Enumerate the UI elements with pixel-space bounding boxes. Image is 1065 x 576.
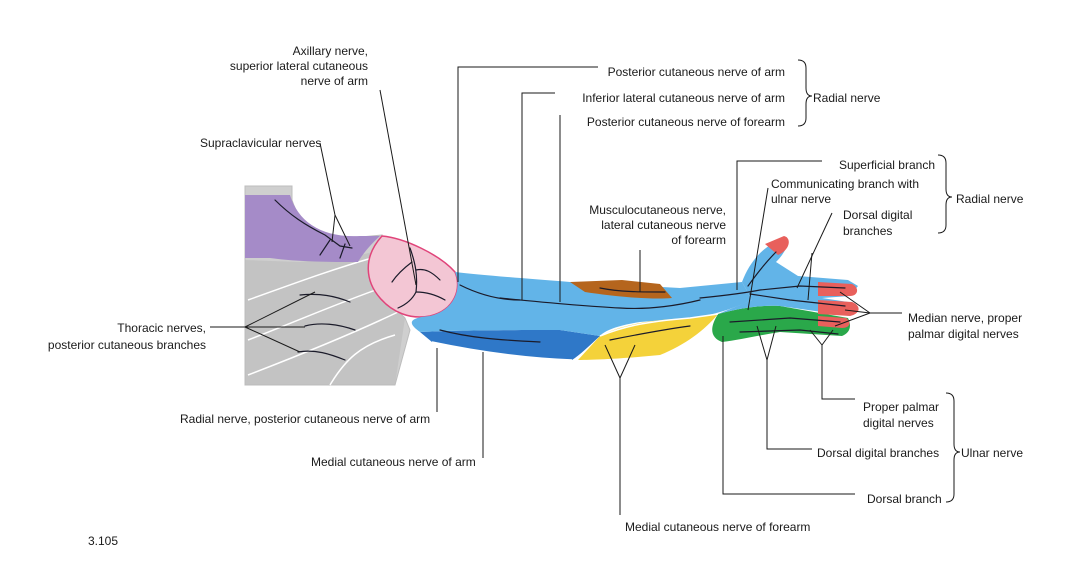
label-ulnar-group: Ulnar nerve — [961, 446, 1023, 460]
label-dorsal-digital-2: branches — [843, 224, 892, 238]
radial-superficial-nerve — [699, 285, 846, 299]
label-radial-group-1: Radial nerve — [813, 91, 881, 105]
label-inf-lat-cut-arm: Inferior lateral cutaneous nerve of arm — [582, 91, 785, 105]
labels: Axillary nerve, superior lateral cutaneo… — [48, 44, 1024, 548]
axillary-twig-3 — [391, 261, 413, 283]
leader-ulnar-dorsal-digital — [766, 360, 812, 450]
label-proper-palmar-1: Proper palmar — [863, 400, 939, 414]
label-radial-post-arm: Radial nerve, posterior cutaneous nerve … — [180, 412, 430, 426]
axillary-twig-1 — [415, 268, 441, 281]
medial-arm-region — [420, 330, 600, 360]
medial-forearm-region — [578, 314, 718, 360]
leader-proper-palmar-b2 — [821, 329, 834, 346]
trunk-rib-line-1 — [247, 257, 373, 301]
leader-medial-forearm-b2 — [619, 344, 636, 379]
label-superficial-branch: Superficial branch — [839, 158, 935, 172]
median-finger-tip-1 — [818, 282, 858, 296]
arm-illustration — [244, 185, 859, 386]
nerve-branches — [274, 199, 846, 361]
radial-posterior-region — [411, 272, 752, 336]
leader-medial-forearm-b1 — [604, 344, 621, 379]
axillary-twig-2 — [415, 291, 446, 301]
medial-arm-nerve — [439, 329, 541, 343]
thoracic-branch-1 — [299, 293, 351, 303]
leader-post-cut-arm — [457, 66, 598, 282]
musculo-nerve — [599, 287, 666, 293]
radial-digital-nerve — [749, 293, 846, 307]
label-supraclavicular: Supraclavicular nerves — [200, 136, 321, 150]
leader-dorsal-digital-radial — [796, 212, 833, 289]
supraclavicular-nerve — [274, 199, 353, 249]
label-axillary-2: superior lateral cutaneous — [230, 59, 368, 73]
post-cut-forearm-nerve — [499, 297, 701, 310]
label-radial-group-2: Radial nerve — [956, 192, 1024, 206]
trunk-shade — [245, 250, 405, 385]
supraclavicular-twig-2 — [339, 243, 346, 259]
label-musculo-1: Musculocutaneous nerve, — [589, 203, 726, 217]
label-ulnar-dorsal-digital: Dorsal digital branches — [817, 446, 939, 460]
leader-supraclavicular — [319, 142, 336, 216]
leader-lines — [210, 66, 902, 515]
leader-axillary — [379, 89, 417, 286]
label-medial-cut-forearm: Medial cutaneous nerve of forearm — [625, 520, 810, 534]
leader-inf-lat — [521, 92, 555, 300]
supraclavicular-twig-1 — [319, 239, 331, 256]
median-thumb-tip — [765, 236, 789, 255]
figure-number: 3.105 — [88, 534, 118, 548]
leader-median-b3 — [834, 312, 871, 327]
brace-radial-upper — [797, 59, 813, 127]
ulnar-digital-nerve-2 — [739, 329, 839, 335]
hand-radial-region — [718, 238, 858, 316]
brace-ulnar — [945, 392, 961, 503]
leader-thoracic-b3 — [244, 326, 301, 353]
label-musculo-2: lateral cutaneous nerve — [601, 218, 726, 232]
leader-thoracic-b1 — [244, 291, 316, 328]
thoracic-branch-3 — [297, 350, 346, 361]
leader-proper-palmar-b1 — [809, 329, 823, 346]
label-median-2: palmar digital nerves — [908, 327, 1019, 341]
label-communicating-2: ulnar nerve — [771, 192, 831, 206]
label-proper-palmar-2: digital nerves — [863, 416, 934, 430]
leader-median-b1 — [839, 291, 871, 314]
leader-dorsal-branch — [722, 336, 855, 495]
label-medial-cut-arm: Medial cutaneous nerve of arm — [311, 455, 476, 469]
label-axillary-1: Axillary nerve, — [293, 44, 368, 58]
label-dorsal-digital-1: Dorsal digital — [843, 208, 912, 222]
trunk-rib-line-3 — [247, 311, 399, 376]
medial-forearm-nerve — [609, 325, 691, 341]
boundary-radial-ulnar — [599, 313, 719, 337]
leader-supraclavicular-b1 — [331, 214, 336, 243]
leader-proper-palmar — [821, 345, 855, 400]
label-musculo-3: of forearm — [671, 233, 726, 247]
leader-superficial — [736, 160, 822, 290]
label-axillary-3: nerve of arm — [301, 74, 368, 88]
brace-radial-hand — [937, 154, 953, 234]
thoracic-branch-2 — [304, 323, 356, 331]
median-finger-tip-2 — [818, 300, 859, 316]
leader-supraclavicular-b2 — [334, 214, 351, 247]
musculocutaneous-region — [570, 280, 672, 299]
leader-ulnar-dorsal-digital-b2 — [766, 325, 777, 361]
boundary-arm-forearm — [431, 341, 573, 361]
label-communicating-1: Communicating branch with — [771, 177, 919, 191]
label-post-cut-forearm: Posterior cutaneous nerve of forearm — [587, 115, 785, 129]
trunk-rib-line-4 — [329, 334, 396, 386]
label-post-cut-arm: Posterior cutaneous nerve of arm — [608, 65, 785, 79]
leader-dorsal-digital-radial-b — [807, 252, 813, 301]
leader-median-b2 — [844, 309, 871, 314]
ulnar-region — [712, 305, 850, 342]
label-thoracic-1: Thoracic nerves, — [117, 321, 206, 335]
label-dorsal-branch: Dorsal branch — [867, 492, 942, 506]
thumb-nerve — [747, 251, 777, 287]
leader-communicating — [747, 187, 769, 311]
ulnar-digital-nerve-1 — [729, 317, 841, 323]
leader-ulnar-dorsal-digital-b1 — [756, 325, 768, 361]
label-median-1: Median nerve, proper — [908, 311, 1022, 325]
label-thoracic-2: posterior cutaneous branches — [48, 338, 206, 352]
